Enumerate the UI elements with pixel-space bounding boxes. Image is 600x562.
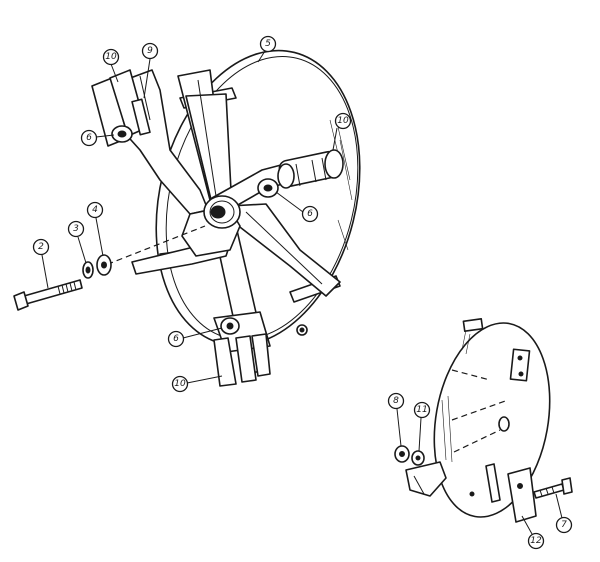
main-assembly	[13, 49, 361, 387]
lower-arm	[211, 219, 271, 387]
svg-text:10: 10	[105, 52, 117, 62]
small-screw	[533, 477, 573, 499]
callout-11[interactable]: 11	[413, 401, 431, 419]
upper-left-arm	[91, 69, 209, 215]
callout-7[interactable]: 7	[555, 516, 573, 534]
small-nut	[394, 445, 425, 466]
lock-washer	[82, 261, 94, 279]
svg-text:6: 6	[86, 133, 92, 143]
callout-9[interactable]: 9	[141, 42, 159, 60]
svg-text:11: 11	[416, 405, 427, 415]
svg-text:2: 2	[38, 242, 44, 252]
callout-6-upper-left[interactable]: 6	[80, 129, 98, 147]
callout-3[interactable]: 3	[67, 220, 85, 238]
svg-text:8: 8	[393, 396, 399, 406]
sub-assembly	[394, 317, 573, 523]
callout-10-right[interactable]: 10	[334, 112, 352, 130]
svg-text:6: 6	[307, 209, 313, 219]
callout-2[interactable]: 2	[32, 238, 50, 256]
svg-text:10: 10	[337, 116, 349, 126]
bolt	[13, 279, 83, 311]
washer	[96, 254, 112, 276]
svg-text:12: 12	[530, 536, 542, 546]
callouts: 10 9 5 6 10 6	[32, 35, 573, 550]
callout-12[interactable]: 12	[527, 532, 545, 550]
small-disc-plate	[433, 317, 551, 518]
callout-5[interactable]: 5	[259, 35, 277, 53]
lower-right-spoke	[229, 203, 341, 297]
callout-8[interactable]: 8	[387, 392, 405, 410]
small-bracket	[405, 461, 537, 523]
svg-text:5: 5	[265, 39, 271, 49]
svg-text:10: 10	[174, 379, 186, 389]
callout-10-upper-left[interactable]: 10	[102, 48, 120, 66]
svg-text:7: 7	[561, 520, 567, 530]
hub	[203, 195, 241, 229]
callout-4[interactable]: 4	[86, 201, 104, 219]
assembly-axis-line	[97, 225, 206, 269]
callout-6-lower[interactable]: 6	[167, 330, 185, 348]
callout-6-right[interactable]: 6	[301, 205, 319, 223]
callout-10-lower[interactable]: 10	[171, 375, 189, 393]
svg-text:3: 3	[73, 224, 79, 234]
svg-text:4: 4	[92, 205, 98, 215]
svg-text:9: 9	[147, 46, 153, 56]
svg-text:6: 6	[173, 334, 179, 344]
